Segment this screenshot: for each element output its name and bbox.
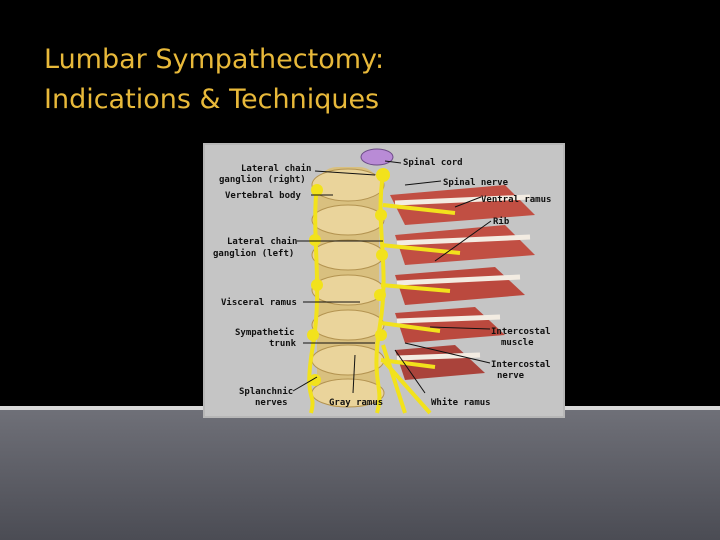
spinal-cord-shape xyxy=(361,149,393,165)
anatomy-illustration: Lateral chain ganglion (right) Vertebral… xyxy=(205,145,563,416)
label-spinal-cord: Spinal cord xyxy=(403,157,463,168)
footer-band xyxy=(0,406,720,540)
slide-title-line-2: Indications & Techniques xyxy=(44,84,379,115)
label-splanchnic-1: Splanchnic xyxy=(239,386,293,397)
label-intercostal-nerve-2: nerve xyxy=(497,371,525,381)
slide-title-line-1: Lumbar Sympathectomy: xyxy=(44,44,384,75)
slide-title: Lumbar Sympathectomy: Indications & Tech… xyxy=(44,40,664,120)
label-lateral-chain-right-2: ganglion (right) xyxy=(219,174,306,185)
label-ventral-ramus: Ventral ramus xyxy=(481,195,551,205)
label-intercostal-nerve-1: Intercostal xyxy=(491,360,551,370)
label-white-ramus: White ramus xyxy=(431,397,491,408)
label-lateral-chain-right-1: Lateral chain xyxy=(241,163,311,174)
label-vertebral-body: Vertebral body xyxy=(225,191,301,201)
label-spinal-nerve: Spinal nerve xyxy=(443,177,509,188)
label-intercostal-muscle-1: Intercostal xyxy=(491,327,551,337)
label-rib: Rib xyxy=(493,216,510,227)
label-sympathetic-trunk-2: trunk xyxy=(269,339,297,349)
label-intercostal-muscle-2: muscle xyxy=(501,338,534,348)
label-lateral-chain-left-1: Lateral chain xyxy=(227,236,297,247)
label-sympathetic-trunk-1: Sympathetic xyxy=(235,327,295,338)
anatomy-figure: Lateral chain ganglion (right) Vertebral… xyxy=(203,143,565,418)
label-lateral-chain-left-2: ganglion (left) xyxy=(213,248,294,259)
vertebral-column xyxy=(312,167,384,407)
ribs xyxy=(390,185,535,380)
label-splanchnic-2: nerves xyxy=(255,398,288,408)
label-visceral-ramus: Visceral ramus xyxy=(221,297,297,308)
label-gray-ramus: Gray ramus xyxy=(329,398,383,408)
